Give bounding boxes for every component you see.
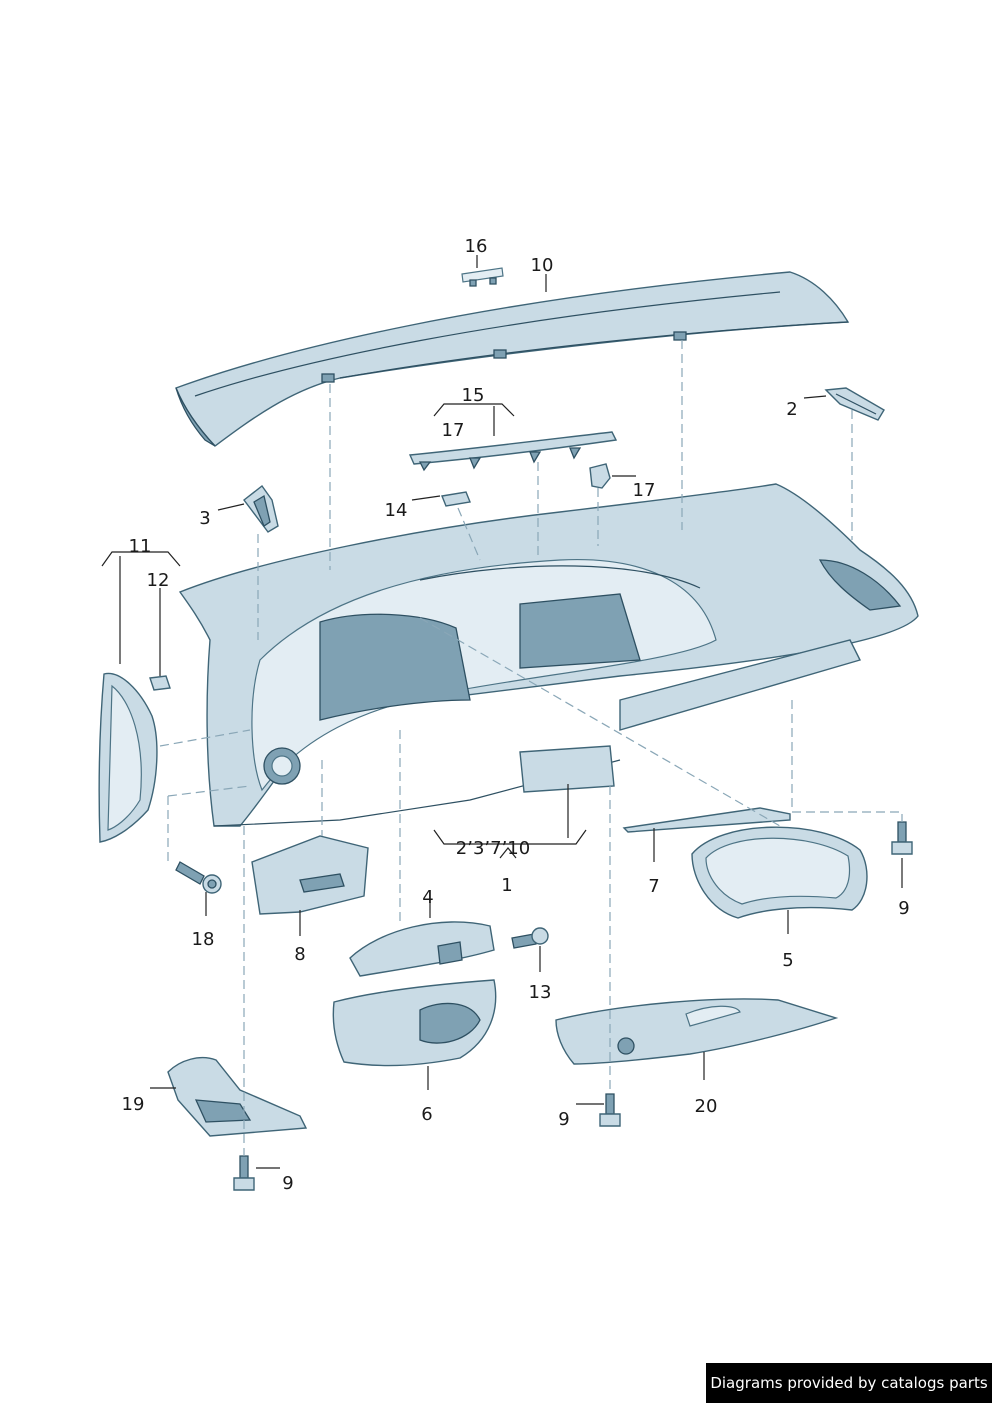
callout-7: 7: [648, 876, 659, 897]
part-14-clip[interactable]: [441, 491, 471, 507]
part-18-bolt[interactable]: [175, 861, 222, 894]
part-2-right-vent[interactable]: [824, 387, 885, 421]
callout-20: 20: [695, 1096, 718, 1117]
part-7-trim-strip[interactable]: [622, 807, 791, 833]
part-13-screw[interactable]: [511, 927, 549, 949]
callout-17-lower: 17: [633, 480, 656, 501]
callout-1: 1: [501, 875, 512, 896]
part-9-screw-c[interactable]: [233, 1155, 255, 1191]
part-11-side-panel[interactable]: [98, 672, 158, 843]
callout-5: 5: [782, 950, 793, 971]
part-5-cluster-bezel[interactable]: [691, 826, 868, 919]
part-1-dashboard[interactable]: [178, 483, 919, 827]
leader-lines: [101, 255, 903, 1169]
part-15-center-trim[interactable]: [408, 431, 618, 472]
callout-10: 10: [531, 255, 554, 276]
callout-13: 13: [529, 982, 552, 1003]
callout-6: 6: [421, 1104, 432, 1125]
part-4-upper-column-cover[interactable]: [349, 921, 495, 977]
callouts: 16 10 15 17 2 17 3 14 11 12 2’3’7’10 1 1…: [122, 236, 910, 1194]
callout-12: 12: [147, 570, 170, 591]
part-9-screw-a[interactable]: [891, 821, 913, 855]
credit-banner: Diagrams provided by catalogs parts: [706, 1363, 992, 1403]
callout-3: 3: [199, 508, 210, 529]
callout-15: 15: [462, 385, 485, 406]
callout-9-right: 9: [898, 898, 909, 919]
callout-17-upper: 17: [442, 420, 465, 441]
callout-9-left: 9: [282, 1173, 293, 1194]
part-9-screw-b[interactable]: [599, 1093, 621, 1127]
part-3-left-vent[interactable]: [243, 484, 279, 533]
callout-11: 11: [129, 536, 152, 557]
part-16-clip[interactable]: [461, 267, 504, 287]
callout-14: 14: [385, 500, 408, 521]
callout-9-middle: 9: [558, 1109, 569, 1130]
callout-19: 19: [122, 1094, 145, 1115]
part-12-clip[interactable]: [149, 675, 171, 691]
assembly-lines: [159, 340, 903, 1156]
callout-8: 8: [294, 944, 305, 965]
callout-4: 4: [422, 887, 433, 908]
callout-1-group: 2’3’7’10: [456, 838, 530, 859]
callout-16: 16: [465, 236, 488, 257]
part-8-storage[interactable]: [251, 835, 369, 915]
callout-18: 18: [192, 929, 215, 950]
part-19-bracket[interactable]: [167, 1056, 308, 1137]
part-10-upper-trim[interactable]: [175, 271, 850, 447]
part-20-lower-cover[interactable]: [555, 998, 839, 1065]
part-17-clip[interactable]: [589, 463, 611, 489]
callout-2: 2: [786, 399, 797, 420]
part-6-lower-column-cover[interactable]: [332, 979, 497, 1067]
